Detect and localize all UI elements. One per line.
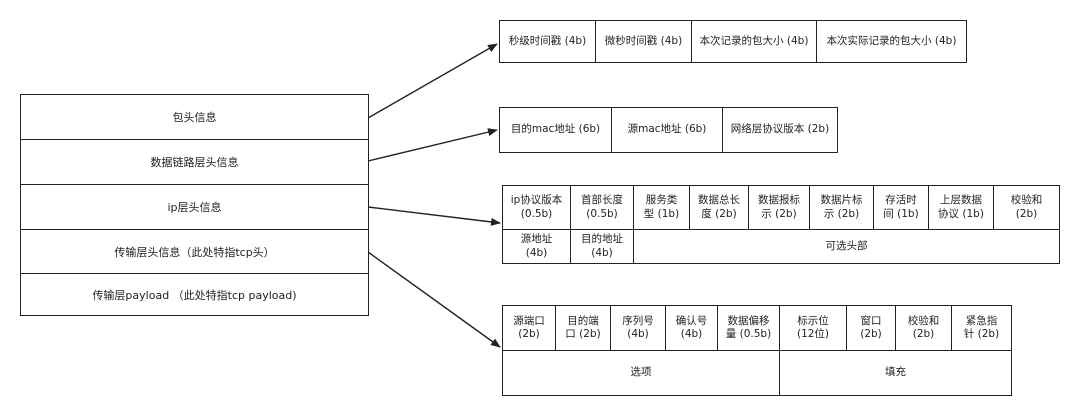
ip-field-version: ip协议版本 (0.5b) [502,185,571,230]
tcp-field-urgent-pointer: 紧急指 针 (2b) [951,305,1012,351]
arrow-to-link-header [367,128,498,162]
pcap-field-seconds: 秒级时间戳 (4b) [499,20,596,63]
ip-field-header-length: 首部长度 (0.5b) [570,185,634,230]
tcp-field-options: 选项 [502,350,780,396]
pcap-field-original-length: 本次实际记录的包大小 (4b) [816,20,967,63]
ip-field-fragment: 数据片标 示 (2b) [809,185,874,230]
packet-row-transport-payload: 传输层payload （此处特指tcp payload) [20,273,369,316]
tcp-field-flags: 标示位 (12位) [779,305,847,351]
ip-field-checksum: 校验和 (2b) [993,185,1060,230]
tcp-field-padding: 填充 [779,350,1012,396]
ip-field-dst-address: 目的地址 (4b) [570,229,634,264]
tcp-field-ack: 确认号 (4b) [665,305,718,351]
pcap-field-captured-length: 本次记录的包大小 (4b) [691,20,817,63]
link-field-network-protocol: 网络层协议版本 (2b) [722,107,838,153]
arrow-to-pcap-header [367,43,498,119]
packet-row-transport-header: 传输层头信息（此处特指tcp头） [20,229,369,274]
tcp-field-checksum: 校验和 (2b) [895,305,952,351]
tcp-field-src-port: 源端口 (2b) [502,305,556,351]
link-field-src-mac: 源mac地址 (6b) [611,107,723,153]
ip-field-src-address: 源地址 (4b) [502,229,571,264]
link-field-dst-mac: 目的mac地址 (6b) [499,107,612,153]
arrow-to-ip-header [367,206,501,226]
tcp-field-data-offset: 数据偏移 量 (0.5b) [717,305,780,351]
packet-row-link-layer: 数据链路层头信息 [20,139,369,185]
ip-field-ttl: 存活时 间 (1b) [873,185,929,230]
ip-field-service-type: 服务类 型 (1b) [633,185,690,230]
packet-row-ip-layer: ip层头信息 [20,184,369,230]
ip-field-upper-protocol: 上层数据 协议 (1b) [928,185,994,230]
ip-field-options: 可选头部 [633,229,1060,264]
tcp-field-sequence: 序列号 (4b) [610,305,666,351]
packet-row-header-info: 包头信息 [20,94,369,140]
ip-field-identification: 数据报标 示 (2b) [748,185,810,230]
arrow-to-tcp-header [367,251,501,348]
tcp-field-window: 窗口 (2b) [846,305,896,351]
ip-field-total-length: 数据总长 度 (2b) [689,185,749,230]
tcp-field-dst-port: 目的端 口 (2b) [555,305,611,351]
pcap-field-microseconds: 微秒时间戳 (4b) [595,20,692,63]
